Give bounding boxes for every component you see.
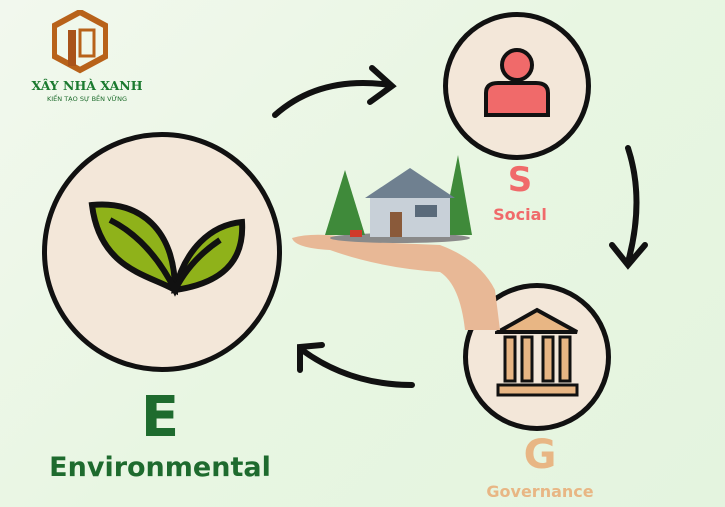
- environmental-label: Environmental: [49, 452, 271, 483]
- house-on-hand-image: [292, 155, 500, 330]
- social-letter: S: [507, 160, 533, 200]
- logo-name: XÂY NHÀ XANH: [31, 78, 143, 93]
- social-label: Social: [493, 205, 547, 224]
- bank-building-icon: [495, 307, 579, 397]
- arrow-s-to-g: [625, 145, 640, 265]
- person-icon: [484, 48, 550, 117]
- environmental-letter: E: [140, 385, 180, 450]
- arrow-g-to-e: [299, 347, 415, 388]
- governance-letter: G: [523, 432, 557, 478]
- leaf-icon: [88, 201, 246, 297]
- governance-label: Governance: [486, 482, 594, 501]
- logo-icon: [52, 10, 108, 74]
- arrow-e-to-s: [272, 80, 393, 118]
- logo-tagline: KIẾN TẠO SỰ BỀN VỮNG: [47, 95, 127, 103]
